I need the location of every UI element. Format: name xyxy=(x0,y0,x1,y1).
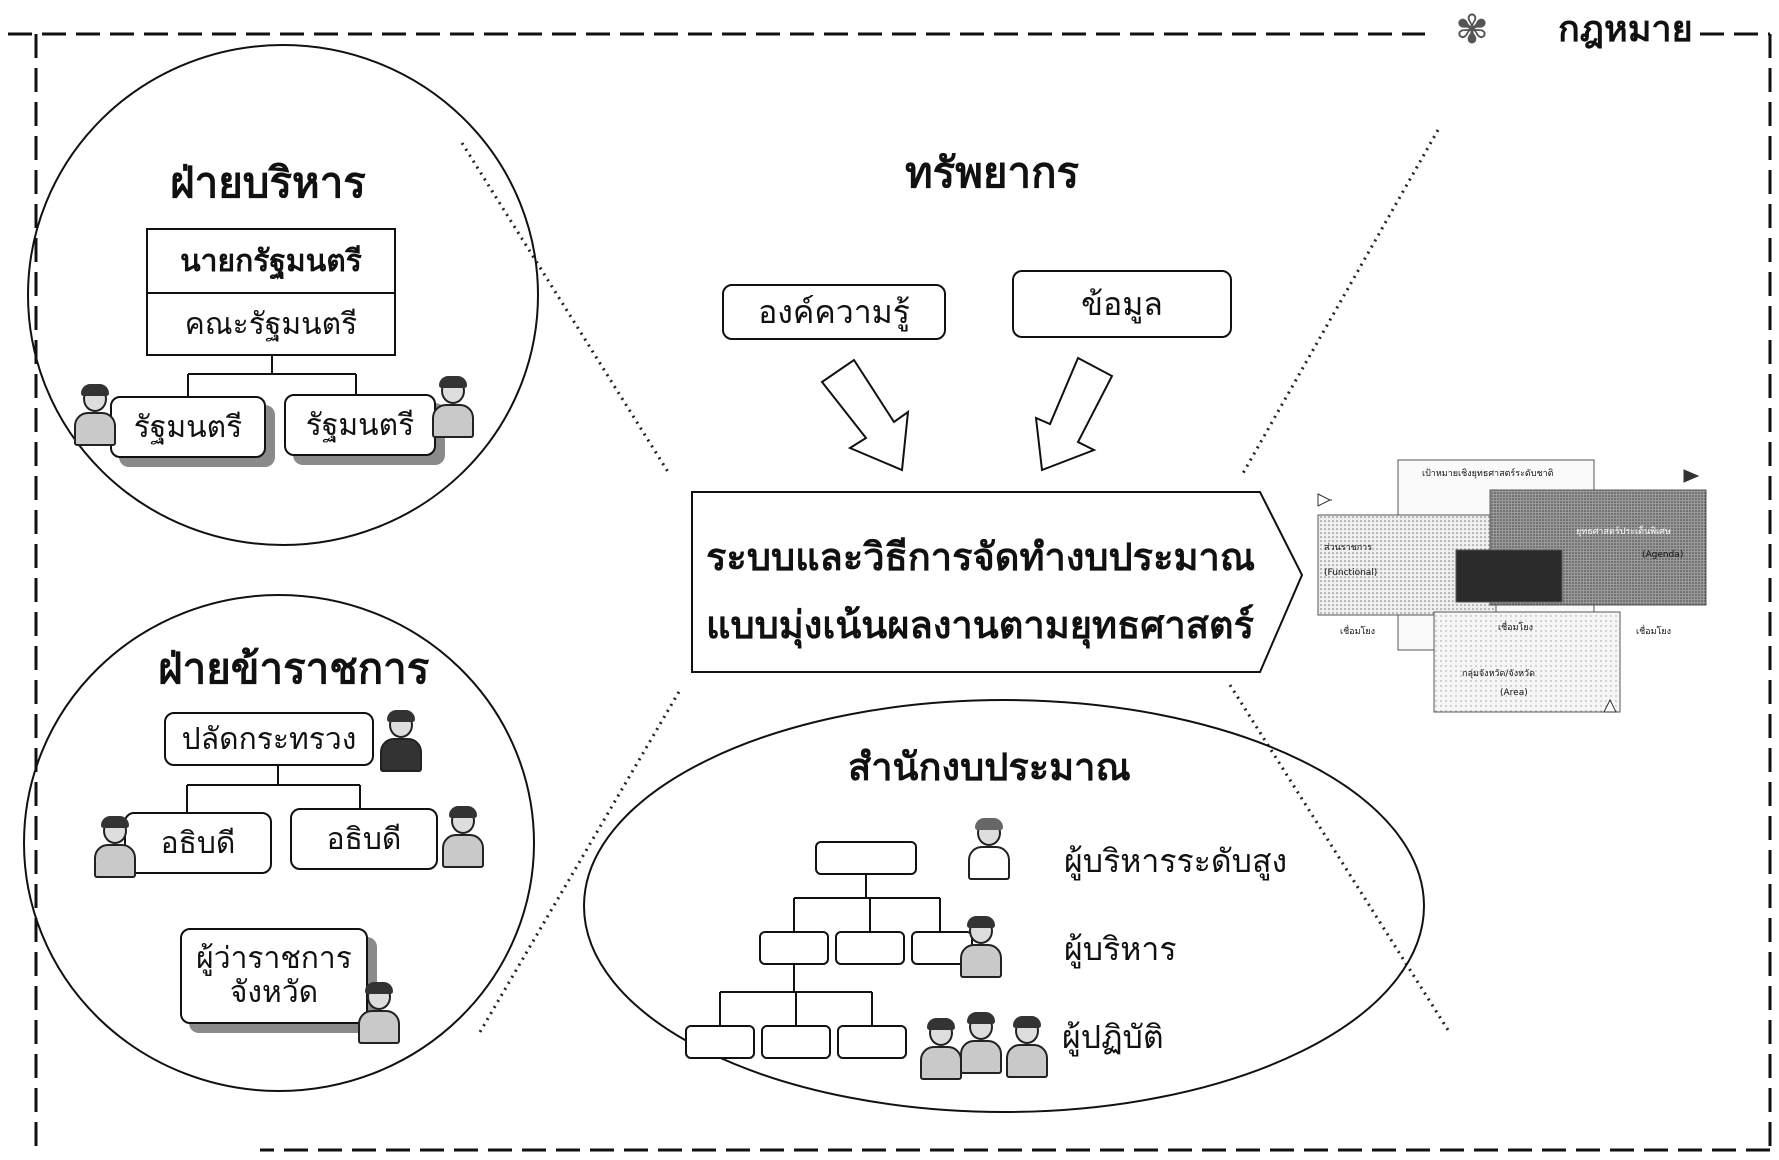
page-border xyxy=(8,32,1772,1155)
director-general-box-right: อธิบดี xyxy=(290,808,438,870)
permanent-secretary-label: ปลัดกระทรวง xyxy=(181,721,357,757)
cabinet-box: คณะรัฐมนตรี xyxy=(146,292,396,356)
minister-label: รัฐมนตรี xyxy=(133,409,243,445)
mini-left-label-line2: (Functional) xyxy=(1324,568,1378,578)
director-general-label: อธิบดี xyxy=(326,821,402,857)
director-general-person-icon xyxy=(440,806,486,868)
senior-executive-person-icon xyxy=(966,818,1012,880)
budget-bureau-ellipse xyxy=(583,699,1425,1113)
group-ellipses xyxy=(23,44,1425,1113)
prime-minister-box: นายกรัฐมนตรี xyxy=(146,228,396,294)
system-title-line1: ระบบและวิธีการจัดทำงบประมาณ xyxy=(706,535,1256,579)
mini-bottom-label-line2: (Area) xyxy=(1500,688,1528,698)
budget-bureau-title: สำนักงบประมาณ xyxy=(848,745,1131,789)
arrow-from-knowledge xyxy=(820,358,910,472)
data-box: ข้อมูล xyxy=(1012,270,1232,338)
permanent-secretary-box: ปลัดกระทรวง xyxy=(164,712,374,766)
knowledge-label: องค์ความรู้ xyxy=(758,292,910,331)
executive-person-icon xyxy=(958,916,1004,978)
royal-seal-logo: ✾ xyxy=(1455,7,1489,53)
civil-service-title: ฝ่ายข้าราชการ xyxy=(158,644,430,693)
mini-top-label: เป้าหมายเชิงยุทธศาสตร์ระดับชาติ xyxy=(1422,469,1554,479)
mini-right-label-line1: ยุทธศาสตร์ประเด็นพิเศษ xyxy=(1576,527,1671,537)
governor-person-icon xyxy=(356,982,402,1044)
governor-box: ผู้ว่าราชการ จังหวัด xyxy=(180,928,368,1024)
civil-service-connectors xyxy=(186,765,361,812)
operator-person-icon xyxy=(918,1018,964,1080)
minister-person-icon xyxy=(72,384,118,446)
data-label: ข้อมูล xyxy=(1081,284,1163,323)
executive-title: ฝ่ายบริหาร xyxy=(170,158,366,207)
mini-link-label: เชื่อมโยง xyxy=(1636,627,1672,637)
resource-arrows xyxy=(820,356,1114,472)
knowledge-box: องค์ความรู้ xyxy=(722,284,946,340)
minister-label: รัฐมนตรี xyxy=(305,407,415,443)
executive-ellipse xyxy=(27,44,539,546)
minister-person-icon xyxy=(430,376,476,438)
executive-label: ผู้บริหาร xyxy=(1064,930,1177,968)
minister-box-right: รัฐมนตรี xyxy=(284,394,436,456)
director-general-person-icon xyxy=(92,816,138,878)
system-arrow-shape xyxy=(691,491,1304,673)
executive-connectors xyxy=(187,355,357,396)
minister-box-left: รัฐมนตรี xyxy=(110,396,266,458)
mini-bottom-label-line1: กลุ่มจังหวัด/จังหวัด xyxy=(1462,669,1535,679)
permanent-secretary-person-icon xyxy=(378,710,424,772)
operator-person-icon xyxy=(958,1012,1004,1074)
governor-label-line1: ผู้ว่าราชการ xyxy=(196,940,352,976)
mini-strategy-diagram xyxy=(1317,459,1707,713)
director-general-box-left: อธิบดี xyxy=(124,812,272,874)
mini-link-label: เชื่อมโยง xyxy=(1340,627,1376,637)
prime-minister-label: นายกรัฐมนตรี xyxy=(180,243,362,279)
mini-link-label: เชื่อมโยง xyxy=(1498,623,1534,633)
budget-org-chart xyxy=(685,841,973,1059)
cabinet-label: คณะรัฐมนตรี xyxy=(184,306,358,342)
director-general-label: อธิบดี xyxy=(160,825,236,861)
senior-executive-label: ผู้บริหารระดับสูง xyxy=(1064,842,1288,880)
operator-label: ผู้ปฏิบัติ xyxy=(1062,1018,1164,1056)
operator-person-icon xyxy=(1004,1016,1050,1078)
system-title-line2: แบบมุ่งเน้นผลงานตามยุทธศาสตร์ xyxy=(706,603,1255,647)
resources-title: ทรัพยากร xyxy=(905,148,1080,197)
dotted-separators xyxy=(460,129,1450,1033)
governor-label-line2: จังหวัด xyxy=(229,975,319,1010)
arrow-from-data xyxy=(1034,356,1114,472)
mini-right-label-line2: (Agenda) xyxy=(1642,550,1684,560)
brand-label: กฎหมาย xyxy=(1558,9,1693,50)
mini-left-label-line1: ส่วนราชการ xyxy=(1324,543,1373,553)
civil-service-ellipse xyxy=(23,594,535,1092)
